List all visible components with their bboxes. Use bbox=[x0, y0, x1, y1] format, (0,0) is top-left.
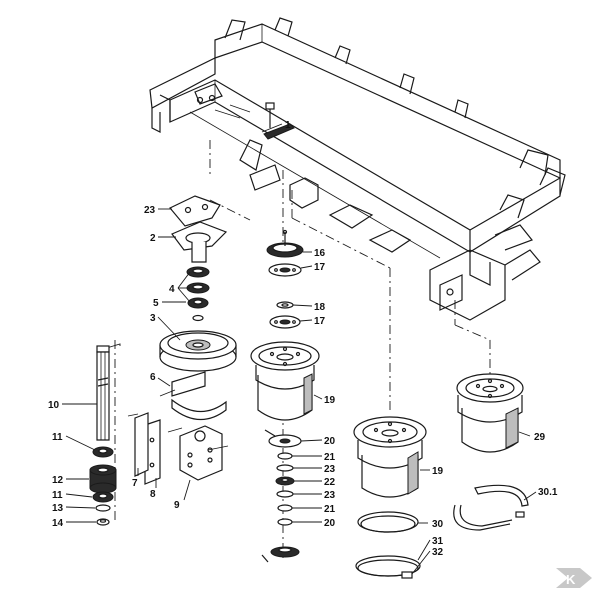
label-29: 29 bbox=[534, 432, 546, 443]
label-30: 30 bbox=[432, 519, 444, 530]
label-11-top: 11 bbox=[52, 432, 63, 443]
label-20-top: 20 bbox=[324, 436, 336, 447]
label-30-1: 30.1 bbox=[538, 487, 558, 498]
label-10: 10 bbox=[48, 400, 60, 411]
label-1: 1 bbox=[285, 120, 291, 131]
label-3: 3 bbox=[150, 313, 156, 324]
label-5: 5 bbox=[153, 298, 159, 309]
brand-logo: K bbox=[556, 568, 592, 588]
label-32: 32 bbox=[432, 547, 444, 558]
label-17-top: 17 bbox=[314, 262, 326, 273]
label-22: 22 bbox=[324, 477, 336, 488]
label-17-bottom: 17 bbox=[314, 316, 326, 327]
label-16: 16 bbox=[314, 248, 326, 259]
logo-text: K bbox=[566, 572, 576, 587]
label-23-top: 23 bbox=[144, 205, 156, 216]
part-number-labels: 1 23 2 4 5 3 6 7 8 9 10 11 12 11 13 14 1… bbox=[48, 120, 558, 558]
label-21-top: 21 bbox=[324, 452, 336, 463]
right-canister-assembly bbox=[353, 373, 529, 579]
label-12: 12 bbox=[52, 475, 64, 486]
label-8: 8 bbox=[150, 489, 156, 500]
label-11-bottom: 11 bbox=[52, 490, 63, 501]
label-18: 18 bbox=[314, 302, 326, 313]
label-9: 9 bbox=[174, 500, 180, 511]
center-spindle-assembly bbox=[250, 229, 320, 563]
label-19-right: 19 bbox=[432, 466, 444, 477]
label-14: 14 bbox=[52, 518, 64, 529]
label-23-bottom: 23 bbox=[324, 490, 336, 501]
label-23-mid: 23 bbox=[324, 464, 336, 475]
label-7: 7 bbox=[132, 478, 138, 489]
label-21-bottom: 21 bbox=[324, 504, 336, 515]
mower-frame bbox=[149, 17, 566, 321]
leader-lines bbox=[62, 123, 537, 575]
label-2: 2 bbox=[150, 233, 156, 244]
label-31: 31 bbox=[432, 536, 444, 547]
label-4: 4 bbox=[169, 284, 175, 295]
label-19-center: 19 bbox=[324, 395, 336, 406]
gearbox-mount-assembly bbox=[127, 195, 237, 485]
label-13: 13 bbox=[52, 503, 64, 514]
spindle-shaft-assembly bbox=[89, 343, 121, 526]
label-6: 6 bbox=[150, 372, 156, 383]
label-20-bottom: 20 bbox=[324, 518, 336, 529]
